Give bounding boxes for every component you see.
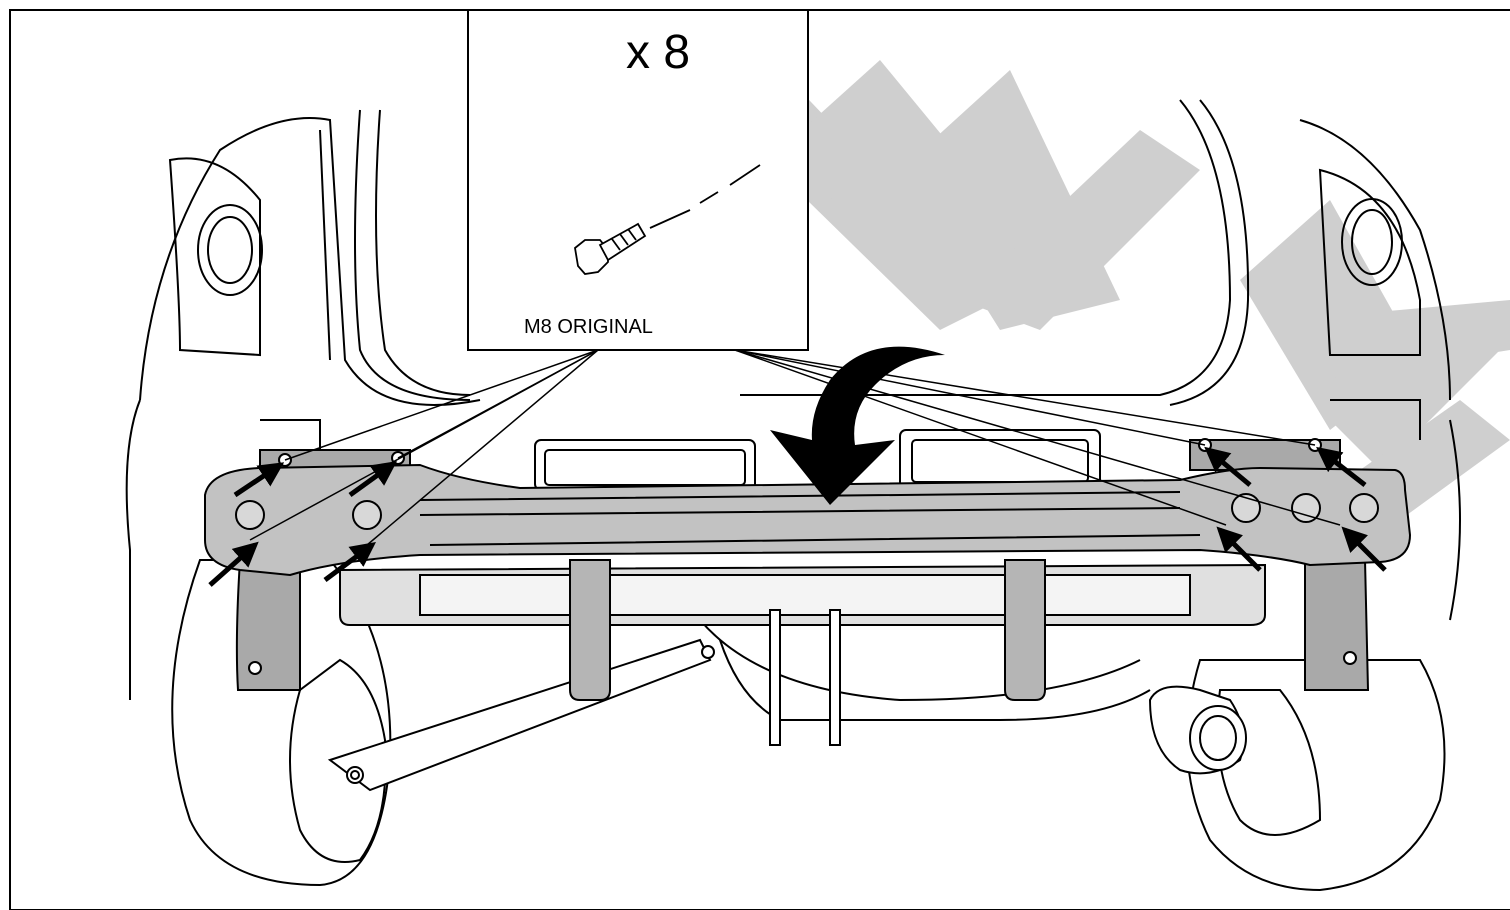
tail-light-right bbox=[1341, 198, 1403, 286]
lower-bar bbox=[339, 563, 1266, 626]
hardware-callout: x 8 M8 ORIGINAL bbox=[467, 9, 809, 351]
vehicle-body bbox=[125, 99, 1461, 721]
curved-arrow-icon bbox=[770, 346, 945, 505]
tail-light-left bbox=[197, 204, 263, 296]
leader-lines bbox=[249, 349, 1341, 546]
exhaust-pipe bbox=[1148, 685, 1247, 775]
side-brackets bbox=[235, 559, 1370, 691]
part-label: M8 ORIGINAL bbox=[524, 316, 653, 338]
push-arrow-icon bbox=[208, 446, 1387, 587]
quantity-label: x 8 bbox=[626, 26, 690, 79]
wheel-left bbox=[171, 559, 392, 887]
wheel-right bbox=[1186, 659, 1446, 892]
mounting-straps bbox=[569, 559, 1046, 746]
bolt-icon bbox=[574, 164, 761, 275]
